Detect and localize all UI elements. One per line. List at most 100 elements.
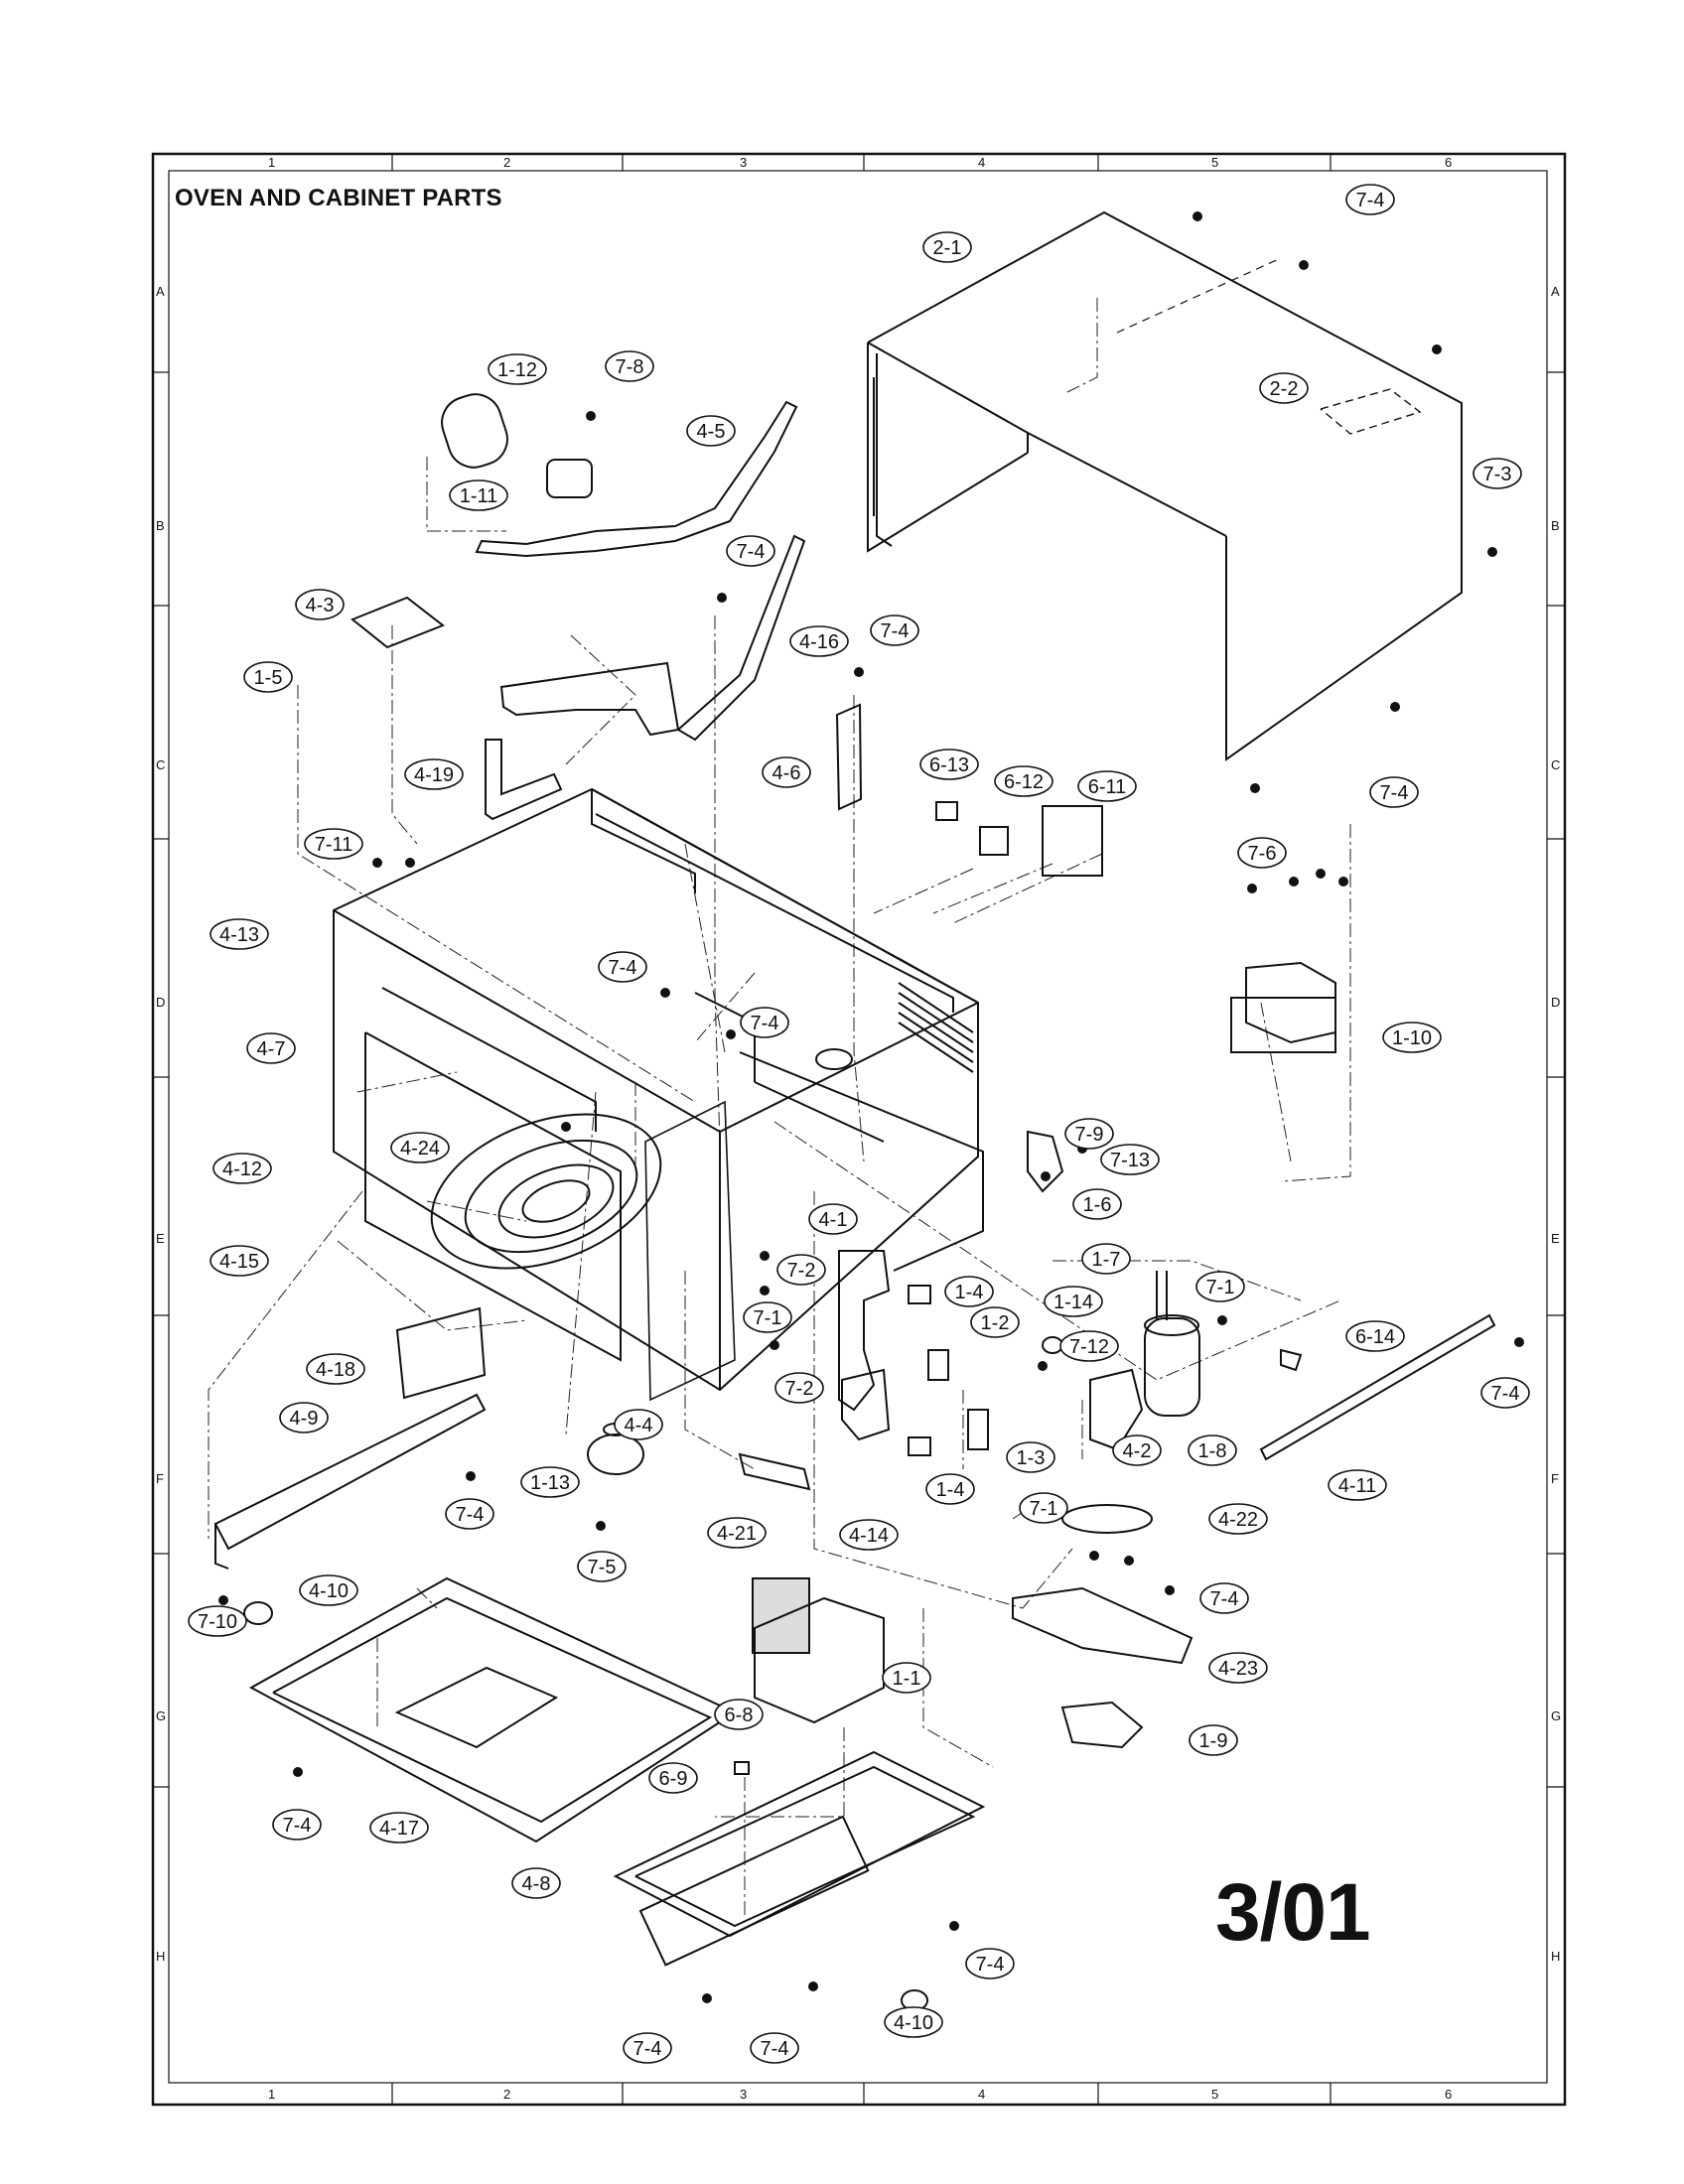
callout-label: 7-4 [633, 2038, 662, 2060]
grid-col-label: 1 [268, 155, 275, 170]
part-callout: 7-4 [623, 2032, 672, 2064]
callout-label: 4-4 [625, 1415, 653, 1436]
callout-oval [1189, 1724, 1238, 1756]
callout-label: 1-7 [1092, 1249, 1121, 1271]
callout-oval [882, 1662, 931, 1694]
callout-oval [714, 1699, 764, 1730]
part-callout: 4-5 [686, 415, 736, 447]
callout-label: 4-9 [290, 1408, 319, 1430]
callout-oval [1328, 1469, 1387, 1501]
callout-label: 1-12 [497, 359, 537, 381]
callout-oval [1473, 458, 1522, 489]
callout-oval [210, 1245, 269, 1277]
callout-label: 1-4 [936, 1479, 965, 1501]
callout-label: 4-3 [306, 595, 335, 616]
part-callout: 7-4 [965, 1948, 1015, 1979]
outer-cabinet [867, 210, 1463, 761]
callout-oval [839, 1519, 899, 1551]
callout-oval [648, 1762, 698, 1794]
part-callout: 7-5 [577, 1551, 627, 1582]
callout-label: 7-4 [1380, 782, 1409, 804]
part-callout: 7-9 [1064, 1118, 1114, 1150]
part-callout: 7-4 [598, 951, 647, 983]
grid-row-label: D [1551, 995, 1560, 1010]
callout-label: 4-21 [717, 1523, 757, 1545]
page-title: OVEN AND CABINET PARTS [175, 185, 502, 211]
callout-label: 7-4 [1356, 190, 1385, 211]
callout-oval [740, 1007, 789, 1038]
callout-oval [279, 1402, 329, 1433]
grid-col-label: 5 [1211, 2087, 1218, 2102]
callout-label: 1-1 [893, 1668, 921, 1690]
callout-label: 4-11 [1338, 1475, 1377, 1497]
part-callout: 4-1 [808, 1203, 858, 1235]
part-callout: 7-10 [188, 1605, 247, 1637]
callout-label: 4-10 [894, 2012, 933, 2034]
grid-row-label: E [156, 1231, 165, 1246]
callout-label: 6-12 [1004, 771, 1044, 793]
part-callout: 1-5 [243, 661, 293, 693]
callout-label: 4-6 [772, 762, 801, 784]
callout-oval [1382, 1022, 1442, 1053]
callout-oval [1195, 1271, 1245, 1302]
part-callout: 7-8 [605, 350, 654, 382]
callout-oval [870, 614, 919, 646]
part-callout: 4-3 [295, 589, 345, 620]
part-callout: 7-4 [740, 1007, 789, 1038]
part-callout: 7-4 [272, 1809, 322, 1841]
callout-oval [449, 479, 508, 511]
callout-label: 1-10 [1392, 1027, 1432, 1049]
callout-oval [1237, 837, 1287, 869]
screws [218, 211, 1524, 2003]
callout-label: 7-3 [1483, 464, 1512, 485]
callout-label: 1-14 [1053, 1292, 1093, 1313]
grid-row-label: G [1551, 1708, 1561, 1723]
callout-label: 4-10 [309, 1580, 349, 1602]
callout-label: 1-2 [981, 1312, 1010, 1334]
callout-label: 7-4 [1210, 1588, 1239, 1610]
grid-row-label: H [156, 1949, 165, 1964]
part-callout: 1-3 [1006, 1441, 1055, 1473]
grid-col-label: 4 [978, 155, 985, 170]
callout-label: 7-1 [1030, 1498, 1058, 1520]
callout-label: 2-1 [933, 237, 962, 259]
callout-label: 4-24 [400, 1138, 440, 1160]
grid-row-label: A [1551, 284, 1560, 299]
part-callout: 6-12 [994, 765, 1053, 797]
callout-oval [299, 1574, 358, 1606]
part-callout: 1-2 [970, 1306, 1020, 1338]
part-callout: 6-13 [919, 749, 979, 780]
callout-label: 6-8 [725, 1705, 754, 1726]
callout-oval [925, 1473, 975, 1505]
callout-label: 4-8 [522, 1873, 551, 1895]
callout-oval [1059, 1330, 1119, 1362]
callout-oval [1208, 1503, 1268, 1535]
callout-oval [707, 1517, 767, 1549]
part-callout: 6-8 [714, 1699, 764, 1730]
callout-label: 4-22 [1218, 1509, 1258, 1531]
callout-label: 1-8 [1198, 1440, 1227, 1462]
part-callout: 4-7 [246, 1032, 296, 1064]
callout-oval [445, 1498, 494, 1530]
callout-label: 7-4 [737, 541, 766, 563]
callout-oval [246, 1032, 296, 1064]
part-callout: 7-4 [750, 2032, 799, 2064]
grid-col-label: 3 [740, 155, 747, 170]
callout-label: 4-13 [219, 924, 259, 946]
part-callout: 7-4 [1199, 1582, 1249, 1614]
callout-label: 7-4 [881, 620, 910, 642]
part-callout: 4-24 [390, 1132, 450, 1163]
callout-oval [1199, 1582, 1249, 1614]
callout-label: 1-11 [460, 485, 498, 507]
callout-label: 4-15 [219, 1251, 259, 1273]
callout-oval [1081, 1243, 1131, 1275]
callout-label: 7-8 [616, 356, 644, 378]
callout-label: 7-1 [1206, 1277, 1235, 1298]
callout-oval [750, 2032, 799, 2064]
part-callout: 1-9 [1189, 1724, 1238, 1756]
callout-oval [1112, 1434, 1162, 1466]
callout-oval [789, 625, 849, 657]
callout-oval [1072, 1188, 1122, 1220]
